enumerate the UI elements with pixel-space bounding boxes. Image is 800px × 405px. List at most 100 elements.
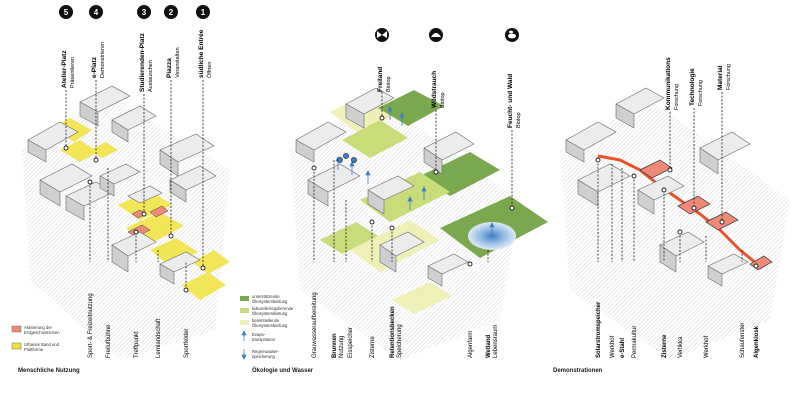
brunnen-circles	[337, 153, 357, 163]
badge-1	[196, 5, 210, 19]
label-grauwasser: Grauwasseraufbereitung	[312, 292, 318, 358]
legend-support-2: Ökosystemleistung	[252, 299, 288, 304]
buildings	[27, 85, 217, 285]
label-piazza: Piazza	[166, 58, 173, 78]
label-feucht-wald-sub: Biotop	[516, 112, 522, 128]
label-retentionsbecken: Retentionsbecken	[390, 306, 396, 358]
label-freilufbuehne: Freilufbühne	[106, 324, 112, 358]
badge-5-num: 5	[64, 8, 69, 17]
label-technologie-sub: Forschung	[698, 80, 704, 106]
label-brunnen-sub: Nutzung	[339, 336, 345, 358]
label-sport-freizeit: Sport- & Freizeitnutzung	[88, 293, 94, 358]
legend-swatch-activation	[11, 325, 22, 333]
label-material-sub: Forschung	[726, 64, 732, 90]
label-technologie: Technologie	[689, 68, 696, 106]
panel-title-oekologie-wasser: Ökologie und Wasser	[252, 368, 314, 374]
label-permakultur: Permakultur	[632, 326, 638, 358]
label-sportfelder: Sportfelder	[184, 329, 190, 358]
badge-1-num: 1	[201, 8, 206, 17]
ecosystem-zones	[320, 90, 548, 314]
label-atelier-platz-sub: Präsentieren	[70, 57, 76, 88]
legend-rain-1: Regenwasser-	[252, 349, 279, 354]
panel-demonstrationen: Kommunikations Forschung Technologie For…	[560, 57, 790, 360]
label-feucht-wald: Feucht- und Wald	[507, 74, 514, 128]
leader-lines-top	[669, 92, 723, 222]
panel-title-demonstrationen: Demonstrationen	[553, 368, 603, 374]
legend-arrow-up-icon	[241, 330, 247, 341]
label-kommunikations-sub: Forschung	[674, 84, 680, 110]
leader-lines-top	[381, 92, 513, 208]
top-labels: Atelier-Platz Präsentieren e-Platz Demon…	[61, 29, 213, 92]
ground-floor-activation	[127, 205, 169, 238]
legend-urban-band-1: Urbanes Band und	[24, 342, 59, 347]
label-studierenden-platz: Studierenden-Platz	[139, 32, 146, 92]
leader-lines-top	[65, 80, 204, 268]
legend-urban-band-2: Plattforme	[24, 347, 44, 352]
label-vertikka: Vertikka	[678, 336, 684, 358]
legend-swatch-support	[240, 296, 249, 301]
badge-2	[164, 5, 178, 19]
legend-activation-2: Erdgeschosszonen	[24, 330, 60, 335]
leader-lines-bottom	[89, 168, 187, 290]
label-e-platz: e-Platz	[91, 56, 98, 78]
legend-rain-2: speicherung	[252, 354, 275, 359]
label-e-platz-sub: Demonstrieren	[100, 42, 106, 78]
legend-provisioning-2: Ökosystemleistung	[252, 323, 288, 328]
label-retentionsbecken-sub: Speicherung	[397, 324, 403, 358]
legend-activation-1: Aktivierung der	[24, 325, 52, 330]
label-wildstrauch-sub: Biotop	[440, 92, 446, 108]
legend-swatch-urban-band	[11, 342, 22, 350]
bee-icon	[505, 28, 519, 42]
label-material: Material	[717, 65, 724, 90]
label-suedliche-entree-sub: Öffnen	[206, 62, 213, 78]
label-kommunikations: Kommunikations	[665, 57, 672, 110]
label-algenfarm: Algenfarm	[468, 331, 474, 358]
legend-swatch-cultural	[240, 308, 249, 313]
label-solarstromspeicher: Solarstromspeicher	[596, 301, 602, 358]
label-e-stahl: e-Stahl	[620, 338, 626, 358]
legend-provisioning-1: bereitstellende	[252, 318, 280, 323]
label-eisspeicher: Eisspeicher	[348, 327, 354, 358]
number-badges: 5 4 3 2 1	[59, 5, 210, 19]
panel-oekologie-wasser: Freiland Biotop Wildstrauch Biotop Feuch…	[290, 28, 548, 360]
demonstration-route	[597, 154, 763, 270]
butterfly-icon	[375, 28, 389, 42]
label-wetland-sub: Lebensraum	[493, 325, 499, 358]
label-brunnen: Brunnen	[332, 333, 338, 358]
label-suedliche-entree: südliche Entrée	[198, 29, 205, 78]
label-freiland: Freiland	[377, 67, 384, 92]
label-piazza-sub: Veranstalten	[175, 47, 181, 78]
panel-menschliche-nutzung: 5 4 3 2 1 Atelier-Platz Präsentieren e-P…	[22, 5, 230, 360]
site-terrain	[560, 100, 790, 360]
label-algenkiosk: Algenkiosk	[754, 325, 760, 358]
buildings	[295, 87, 475, 287]
label-atelier-platz: Atelier-Platz	[61, 50, 68, 88]
leader-dots	[63, 145, 206, 293]
bottom-labels: Sport- & Freizeitnutzung Freilufbühne Tr…	[88, 293, 190, 358]
label-wetland: Wetland	[486, 334, 492, 358]
legend-swatch-provisioning	[240, 320, 249, 325]
label-schaufenster: Schaufenster	[740, 323, 746, 358]
legend-arrow-down-icon	[241, 349, 247, 360]
top-labels: Freiland Biotop Wildstrauch Biotop Feuch…	[377, 67, 522, 128]
label-zisterne: Zisterne	[370, 336, 376, 358]
label-werkhof-2: Werkhof	[704, 335, 710, 358]
label-lernlandschaft: Lernlandschaft	[156, 318, 162, 358]
label-treffpunkt: Treffpunkt	[134, 331, 140, 358]
bottom-labels: Grauwasseraufbereitung Brunnen Nutzung E…	[312, 292, 499, 358]
legend-cultural-2: Ökosystemleistung	[252, 311, 288, 316]
badge-2-num: 2	[169, 8, 174, 17]
label-zisterne-demo: Zisterne	[662, 334, 668, 358]
leader-dots	[595, 157, 759, 269]
legend-support-1: unterstützende	[252, 294, 280, 299]
panel-title-menschliche-nutzung: Menschliche Nutzung	[18, 368, 80, 374]
badge-3-num: 3	[142, 8, 147, 17]
legends	[11, 296, 249, 360]
badge-3	[137, 5, 151, 19]
bottom-labels: Solarstromspeicher Werkhof e-Stahl Perma…	[596, 301, 760, 358]
label-freiland-sub: Biotop	[386, 76, 392, 92]
badge-4	[89, 5, 103, 19]
badge-5	[59, 5, 73, 19]
